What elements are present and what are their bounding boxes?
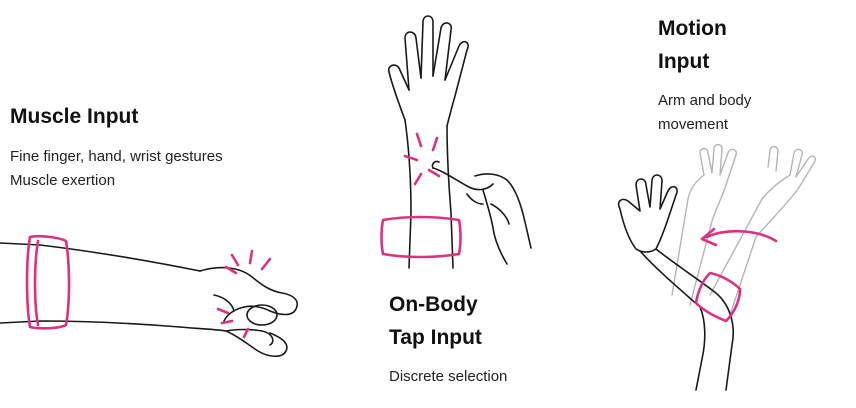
motion-input-title-line2: Input — [658, 48, 709, 76]
muscle-input-desc-line1: Fine finger, hand, wrist gestures — [10, 146, 223, 168]
tap-wristband — [382, 217, 461, 257]
muscle-wristband — [27, 236, 69, 328]
muscle-input-desc-line2: Muscle exertion — [10, 170, 115, 192]
motion-arc-arrow — [706, 231, 776, 241]
motion-input-desc-line2: movement — [658, 114, 728, 136]
muscle-input-title: Muscle Input — [10, 103, 138, 131]
tap-input-title-line1: On-Body — [389, 291, 478, 319]
motion-input-desc-line1: Arm and body — [658, 90, 751, 112]
motion-gesture-illustration — [580, 145, 840, 405]
ghost-arm-positions — [672, 145, 815, 316]
muscle-gesture-illustration — [0, 225, 310, 375]
motion-input-title-line1: Motion — [658, 15, 727, 43]
tap-input-title-line2: Tap Input — [389, 324, 482, 352]
tap-gesture-illustration — [375, 8, 565, 273]
muscle-activity-burst — [218, 251, 270, 337]
tap-input-desc: Discrete selection — [389, 366, 507, 388]
